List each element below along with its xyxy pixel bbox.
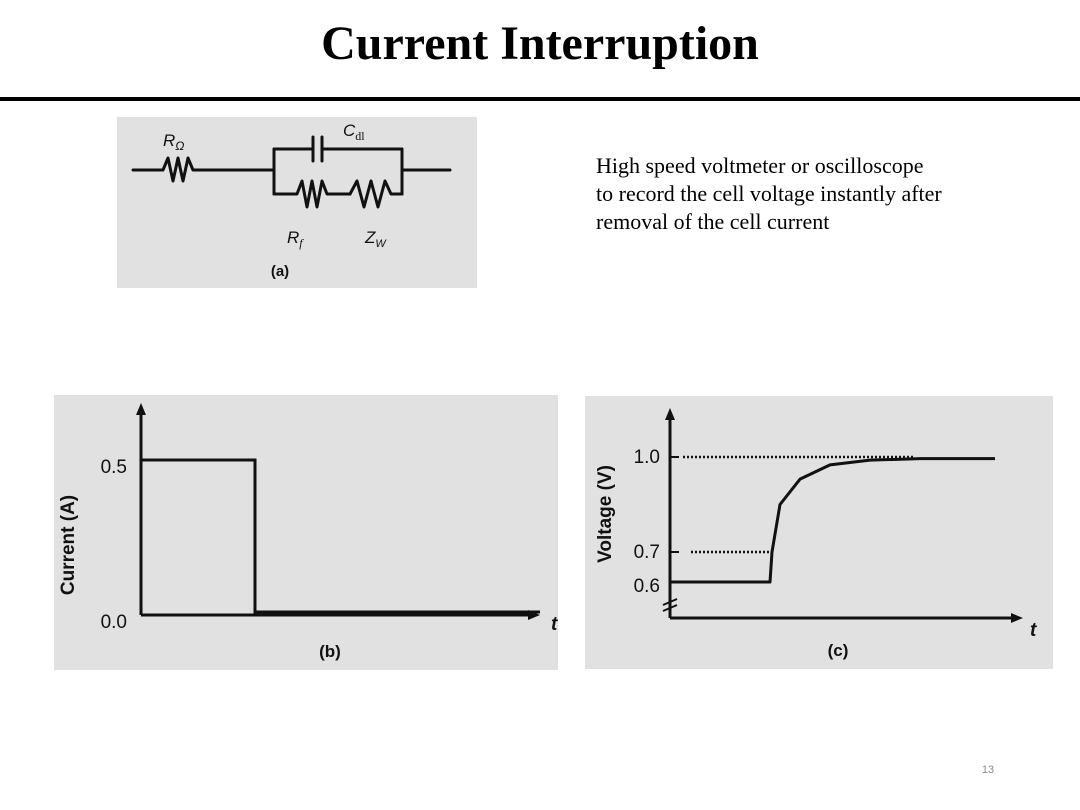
x-axis-label: t bbox=[551, 614, 558, 635]
zw-element bbox=[348, 179, 404, 209]
description-line: High speed voltmeter or oscilloscope bbox=[596, 153, 924, 178]
y-tick-label: 0.0 bbox=[101, 612, 127, 633]
axis-break-mark bbox=[662, 604, 678, 612]
circuit-caption: (a) bbox=[271, 263, 289, 280]
r-ohm-resistor bbox=[131, 156, 276, 183]
zw-label: ZW bbox=[364, 228, 387, 250]
voltage-chart: 1.0 0.7 0.6 Voltage (V) t (c) bbox=[595, 408, 1037, 660]
axis-break-mark bbox=[662, 598, 678, 606]
y-axis-label: Voltage (V) bbox=[595, 465, 616, 563]
current-chart: 0.5 0.0 Current (A) t (b) bbox=[58, 403, 558, 661]
voltage-series-line bbox=[670, 457, 995, 584]
description-line: removal of the cell current bbox=[596, 209, 830, 234]
title-divider bbox=[0, 97, 1080, 101]
rf-resistor bbox=[272, 179, 352, 209]
x-axis-label: t bbox=[1030, 620, 1037, 641]
page-number: 13 bbox=[981, 764, 995, 776]
description-line: to record the cell voltage instantly aft… bbox=[596, 181, 942, 206]
rf-label: Rf bbox=[287, 228, 304, 250]
current-chart-panel: 0.5 0.0 Current (A) t (b) bbox=[54, 395, 558, 670]
y-axis-arrow bbox=[665, 408, 675, 420]
slide-title: Current Interruption bbox=[321, 17, 759, 70]
circuit-diagram-panel: RΩ Cdl Rf ZW (a) bbox=[117, 117, 477, 288]
description-text: High speed voltmeter or oscilloscope to … bbox=[596, 152, 1046, 236]
chart-caption: (b) bbox=[319, 642, 341, 661]
current-series-line bbox=[139, 458, 540, 614]
r-ohm-label: RΩ bbox=[163, 131, 184, 153]
y-tick-label: 0.7 bbox=[634, 542, 660, 563]
y-axis-label: Current (A) bbox=[58, 495, 79, 595]
y-tick-label: 0.5 bbox=[101, 457, 127, 478]
y-tick-label: 1.0 bbox=[634, 447, 660, 468]
y-tick-label: 0.6 bbox=[634, 576, 660, 597]
chart-caption: (c) bbox=[828, 641, 849, 660]
y-axis-arrow bbox=[136, 403, 146, 415]
x-axis-arrow bbox=[1011, 613, 1023, 623]
equivalent-circuit: RΩ Cdl Rf ZW (a) bbox=[131, 121, 452, 280]
voltage-chart-panel: 1.0 0.7 0.6 Voltage (V) t (c) bbox=[585, 396, 1053, 669]
cdl-label: Cdl bbox=[343, 121, 365, 143]
